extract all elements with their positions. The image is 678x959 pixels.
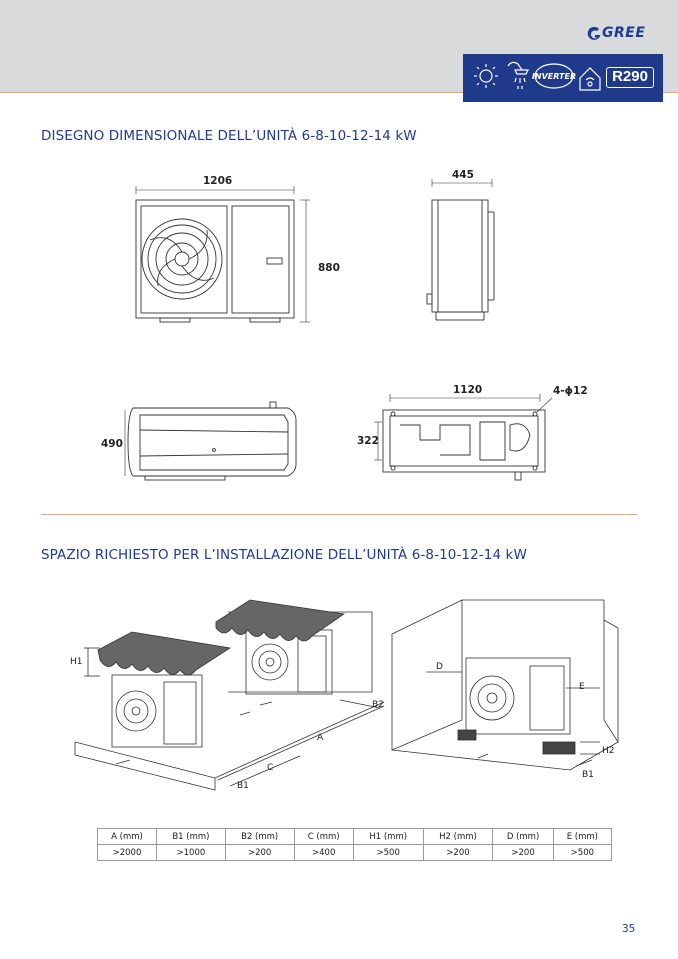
table-cell: >200 xyxy=(422,844,494,861)
table-header: H2 (mm) xyxy=(422,828,494,845)
label-b1-right: B1 xyxy=(582,770,594,780)
table-cell: >200 xyxy=(224,844,295,861)
feature-badge-icons: INVERTER xyxy=(474,61,601,91)
dim-base-depth: 322 xyxy=(357,435,379,447)
installation-drawings xyxy=(74,599,619,791)
top-view-drawing xyxy=(124,401,297,481)
feature-badges xyxy=(463,54,663,102)
dim-top-depth: 490 xyxy=(101,438,123,450)
gree-logo-icon xyxy=(587,26,601,40)
base-view-drawing xyxy=(374,394,553,481)
gree-logo: GREE xyxy=(586,24,656,44)
awning-upper xyxy=(215,599,346,642)
table-cell: >500 xyxy=(352,844,424,861)
awning-lower xyxy=(97,631,232,676)
page-number: 35 xyxy=(622,923,636,935)
table-cell: >200 xyxy=(492,844,554,861)
heating-cooling-icon xyxy=(474,64,498,88)
dim-width: 1206 xyxy=(203,175,233,187)
clearance-table: A (mm) B1 (mm) B2 (mm) C (mm) H1 (mm) H2… xyxy=(97,828,613,861)
r290-badge: R290 xyxy=(606,67,654,88)
label-b2: B2 xyxy=(372,700,384,710)
dim-height: 880 xyxy=(318,262,340,274)
section-title-installation: SPAZIO RICHIESTO PER L’INSTALLAZIONE DEL… xyxy=(41,547,527,563)
inverter-icon: INVERTER xyxy=(532,63,576,89)
section-title-dimensions: DISEGNO DIMENSIONALE DELL’UNITÀ 6-8-10-1… xyxy=(41,128,417,144)
table-header: E (mm) xyxy=(552,828,613,845)
table-header: C (mm) xyxy=(293,828,354,845)
table-row: >2000 >1000 >200 >400 >500 >200 >200 >50… xyxy=(97,844,613,861)
label-b1: B1 xyxy=(237,781,249,791)
side-view-drawing xyxy=(426,179,495,321)
label-c: C xyxy=(267,763,274,773)
dim-base-width: 1120 xyxy=(453,384,483,396)
table-cell: >500 xyxy=(552,844,613,861)
table-header-row: A (mm) B1 (mm) B2 (mm) C (mm) H1 (mm) H2… xyxy=(97,828,613,845)
table-header: A (mm) xyxy=(97,828,157,845)
table-cell: >2000 xyxy=(97,844,157,861)
svg-text:INVERTER: INVERTER xyxy=(532,72,576,81)
dim-holes: 4-ϕ12 xyxy=(553,385,588,397)
dim-depth: 445 xyxy=(452,169,474,181)
table-header: B1 (mm) xyxy=(156,828,226,845)
table-header: D (mm) xyxy=(492,828,554,845)
table-header: H1 (mm) xyxy=(352,828,424,845)
label-h1: H1 xyxy=(70,657,83,667)
table-cell: >400 xyxy=(293,844,354,861)
table-cell: >1000 xyxy=(156,844,226,861)
smart-home-icon xyxy=(579,67,601,91)
label-a: A xyxy=(317,733,324,743)
label-e: E xyxy=(579,682,585,692)
installation-right-scene xyxy=(391,599,619,771)
hot-water-icon xyxy=(507,61,529,89)
front-view-drawing xyxy=(135,186,310,323)
table-header: B2 (mm) xyxy=(224,828,295,845)
gree-logo-text: GREE xyxy=(602,25,646,41)
section-divider xyxy=(41,514,637,515)
label-h2: H2 xyxy=(602,746,615,756)
label-d: D xyxy=(436,662,443,672)
dimension-drawings xyxy=(124,179,553,481)
